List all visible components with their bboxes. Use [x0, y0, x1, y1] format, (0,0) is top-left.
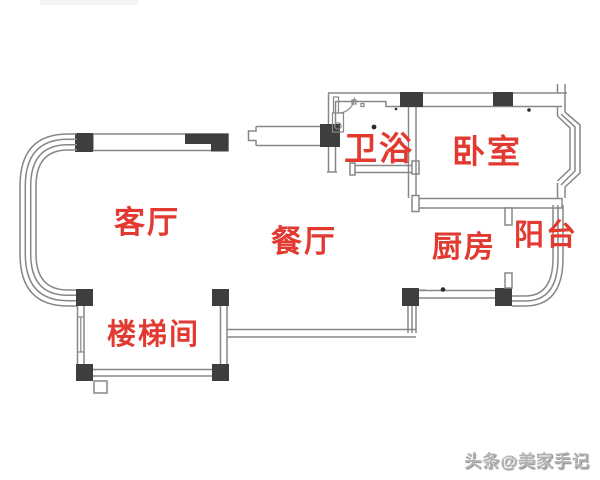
room-label-balcony: 阳台	[514, 219, 578, 252]
living-room-walls	[19, 133, 229, 307]
room-label-bathroom: 卫浴	[344, 130, 414, 167]
top-edge-artifact	[40, 0, 138, 5]
room-label-kitchen: 厨房	[432, 231, 496, 264]
room-label-dining-room: 餐厅	[271, 224, 337, 259]
sink-fixture	[331, 112, 345, 133]
plumbing-mark	[351, 99, 357, 105]
sink-drain	[334, 122, 342, 130]
watermark-text: 头条@美家手记	[464, 452, 590, 471]
north-wall	[328, 84, 567, 112]
room-label-stairwell: 楼梯间	[107, 319, 201, 351]
plumbing-mark	[360, 102, 365, 108]
balcony-walls	[512, 205, 564, 307]
dining-walls	[227, 306, 417, 338]
kitchen-walls	[402, 207, 513, 306]
bathroom-walls	[327, 93, 420, 198]
room-label-bedroom: 卧室	[452, 133, 522, 170]
stairwell-walls	[76, 289, 229, 394]
bathroom-fixtures	[331, 96, 398, 133]
small-mark	[527, 108, 531, 112]
small-mark	[440, 287, 446, 292]
floor-drain-dot	[371, 124, 377, 130]
small-mark	[394, 107, 398, 111]
bedroom-walls	[411, 106, 581, 213]
room-label-living-room: 客厅	[114, 205, 180, 240]
entry-walls	[247, 124, 340, 147]
